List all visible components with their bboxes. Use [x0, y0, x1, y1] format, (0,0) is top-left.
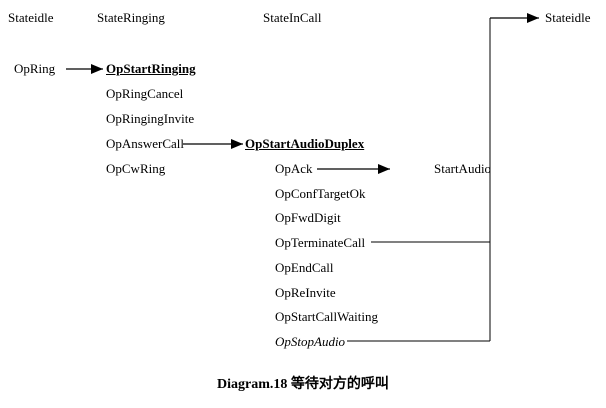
header-stateringing: StateRinging: [97, 10, 165, 25]
op-ring: OpRing: [14, 61, 56, 76]
op-fwd-digit: OpFwdDigit: [275, 210, 341, 225]
op-conf-target-ok: OpConfTargetOk: [275, 186, 366, 201]
op-ack: OpAck: [275, 161, 313, 176]
op-start-call-waiting: OpStartCallWaiting: [275, 309, 378, 324]
op-stop-audio: OpStopAudio: [275, 334, 346, 349]
op-end-call: OpEndCall: [275, 260, 334, 275]
start-audio: StartAudio: [434, 161, 492, 176]
header-stateidle-right: Stateidle: [545, 10, 591, 25]
op-ringing-invite: OpRingingInvite: [106, 111, 195, 126]
op-answer-call: OpAnswerCall: [106, 136, 184, 151]
header-stateincall: StateInCall: [263, 10, 322, 25]
op-terminate-call: OpTerminateCall: [275, 235, 366, 250]
op-re-invite: OpReInvite: [275, 285, 336, 300]
op-start-ringing: OpStartRinging: [106, 61, 196, 76]
diagram-caption: Diagram.18 等待对方的呼叫: [217, 377, 389, 392]
op-ring-cancel: OpRingCancel: [106, 86, 184, 101]
op-cw-ring: OpCwRing: [106, 161, 166, 176]
header-stateidle-left: Stateidle: [8, 10, 54, 25]
op-start-audio-duplex: OpStartAudioDuplex: [245, 136, 365, 151]
